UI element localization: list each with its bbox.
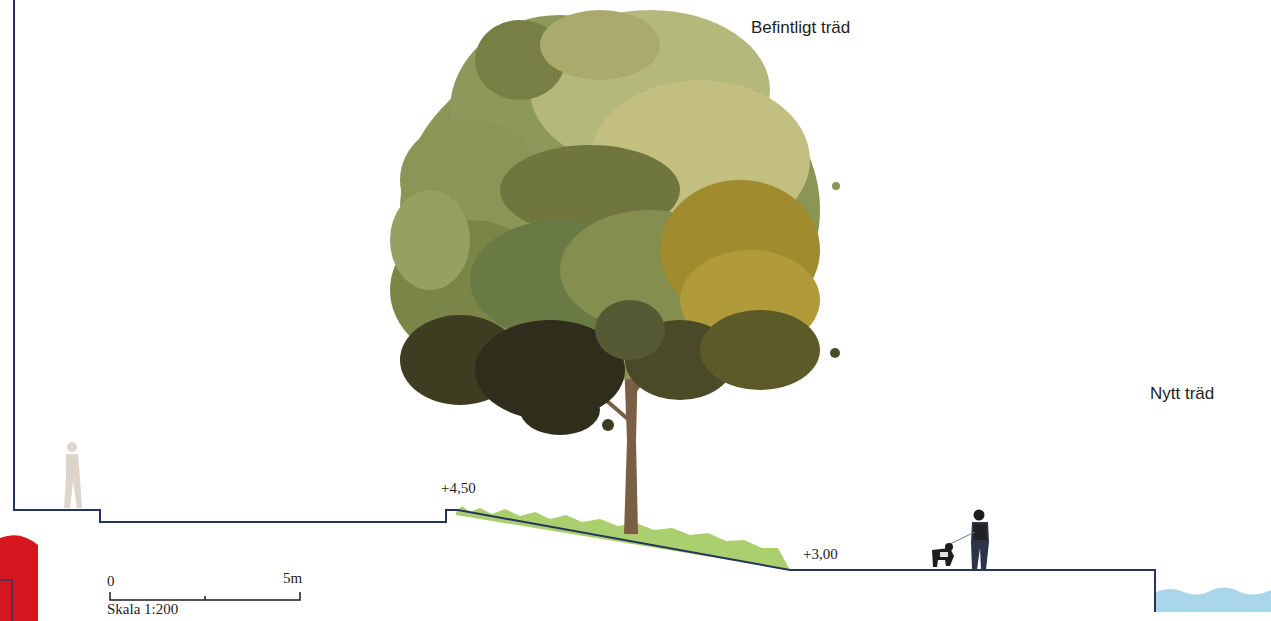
red-element bbox=[0, 535, 38, 621]
scale-text: Skala 1:200 bbox=[107, 601, 178, 618]
ground-line bbox=[14, 0, 1155, 612]
tree-label: Befintligt träd bbox=[751, 18, 850, 38]
person-with-dog bbox=[932, 510, 989, 571]
tree-canopy bbox=[390, 10, 840, 435]
scale-bar bbox=[110, 592, 300, 600]
tree-label: Nytt träd bbox=[1150, 384, 1214, 404]
scale-number: 0 bbox=[107, 573, 115, 590]
level-label: +4,50 bbox=[441, 480, 476, 497]
scale-number: 5m bbox=[283, 570, 302, 587]
level-label: +3,00 bbox=[803, 546, 838, 563]
water bbox=[1156, 587, 1271, 612]
person bbox=[64, 442, 82, 508]
